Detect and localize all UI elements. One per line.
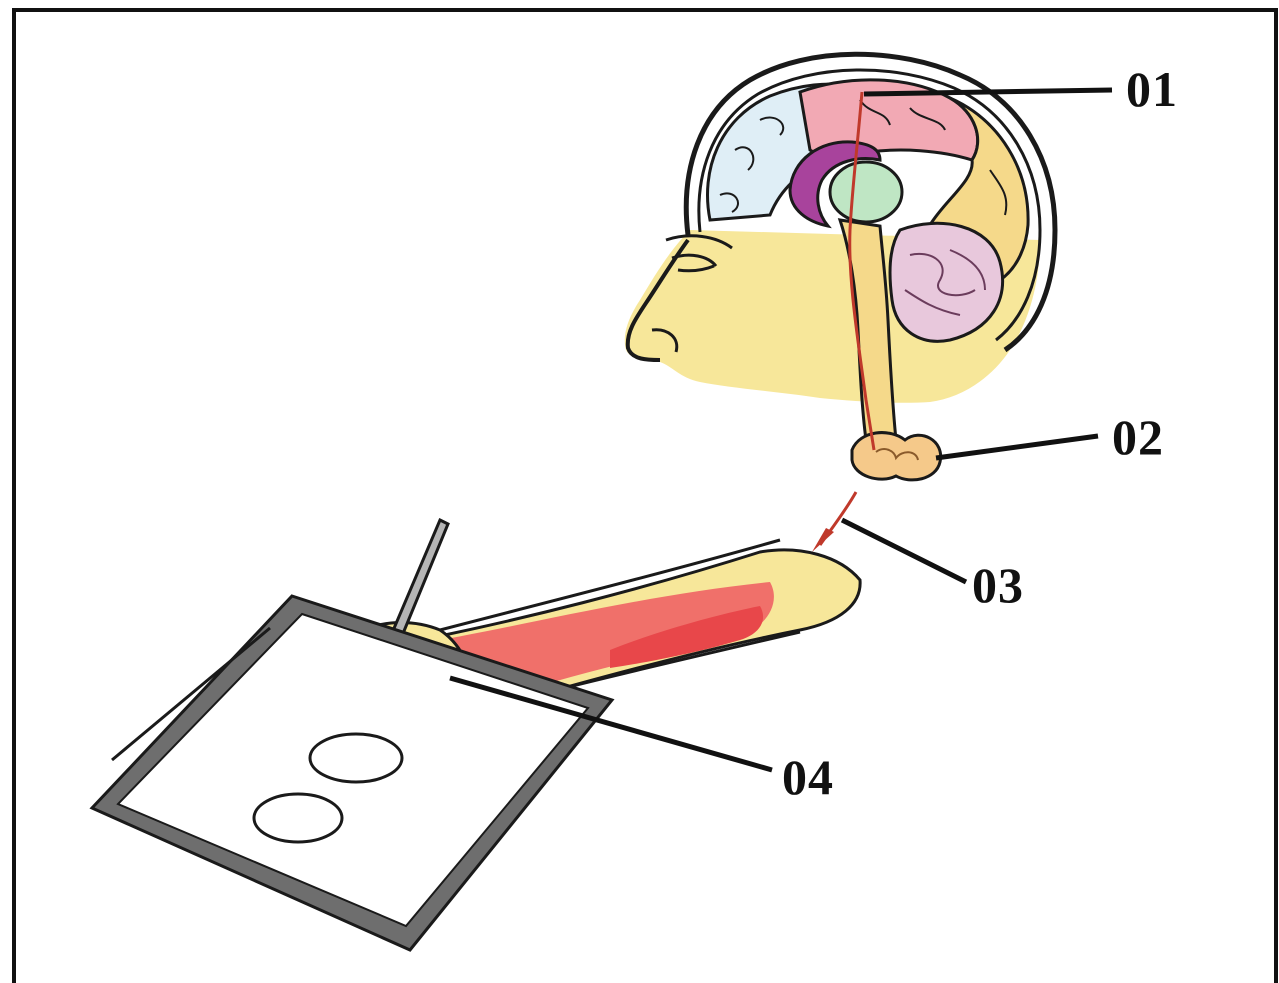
label-03: 03	[972, 560, 1024, 610]
pathway-arrowhead	[812, 528, 834, 552]
label-01: 01	[1126, 64, 1178, 114]
label-02: 02	[1112, 412, 1164, 462]
label-04: 04	[782, 752, 834, 802]
leader-line-03	[842, 520, 966, 582]
spinal-cord-segment	[852, 433, 941, 480]
leader-line-02	[936, 436, 1098, 458]
thalamus	[830, 162, 902, 222]
